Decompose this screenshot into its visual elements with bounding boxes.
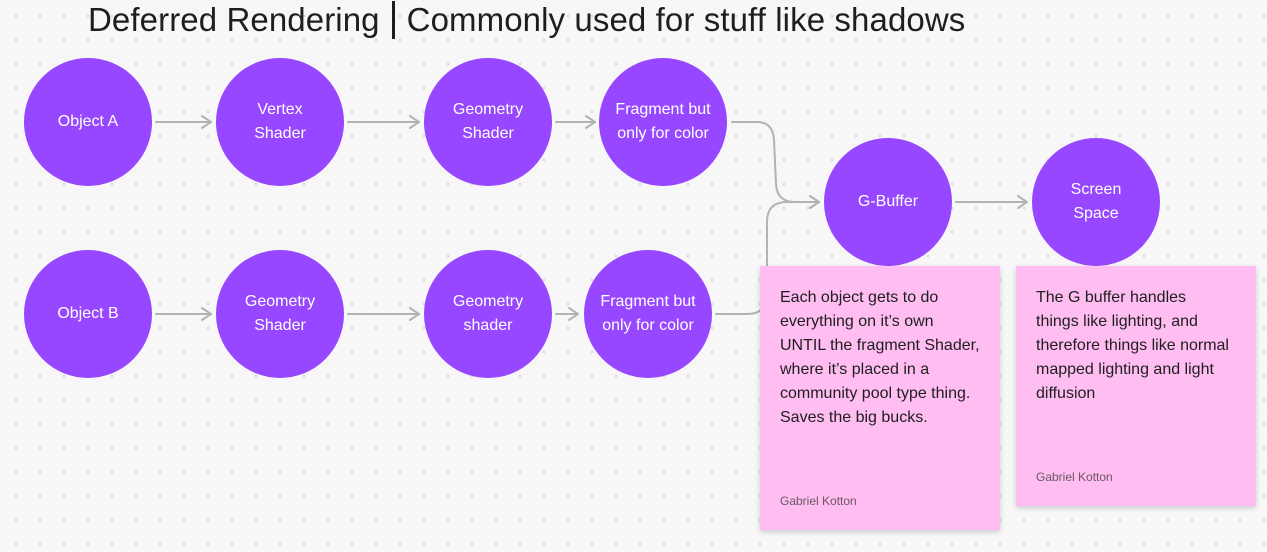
title-separator (391, 1, 395, 39)
node-geometry-shader-b1-label: Geometry Shader (244, 293, 316, 334)
node-object-a[interactable]: Object A (24, 58, 152, 186)
sticky-note-fragment-text: Each object gets to do everything on it’… (780, 289, 980, 426)
connector-fragment-a-to-g-buffer (731, 121, 820, 209)
node-fragment-a-label: Fragment but only for color (615, 101, 711, 142)
diagram-title: Deferred Rendering Commonly used for stu… (88, 0, 965, 40)
sticky-note-fragment[interactable]: Each object gets to do everything on it’… (760, 266, 1000, 530)
node-vertex-shader[interactable]: Vertex Shader (216, 58, 344, 186)
node-geometry-shader-a[interactable]: Geometry Shader (424, 58, 552, 186)
node-geometry-shader-b2-label: Geometry shader (452, 293, 524, 334)
node-geometry-shader-b1[interactable]: Geometry Shader (216, 250, 344, 378)
title-main: Deferred Rendering (88, 1, 380, 38)
node-screen-space[interactable]: Screen Space (1032, 138, 1160, 266)
node-g-buffer[interactable]: G-Buffer (824, 138, 952, 266)
node-vertex-shader-label: Vertex Shader (254, 101, 306, 142)
title-subtitle: Commonly used for stuff like shadows (406, 1, 966, 38)
node-fragment-b-label: Fragment but only for color (600, 293, 696, 334)
sticky-note-fragment-author: Gabriel Kotton (780, 494, 857, 508)
node-object-b[interactable]: Object B (24, 250, 152, 378)
node-geometry-shader-b2[interactable]: Geometry shader (424, 250, 552, 378)
node-fragment-b[interactable]: Fragment but only for color (584, 250, 712, 378)
node-object-a-label: Object A (57, 113, 119, 130)
node-geometry-shader-a-label: Geometry Shader (452, 101, 524, 142)
sticky-note-g-buffer[interactable]: The G buffer handles things like lightin… (1016, 266, 1256, 506)
node-g-buffer-label: G-Buffer (857, 193, 919, 210)
node-screen-space-label: Screen Space (1070, 181, 1122, 222)
sticky-note-g-buffer-text: The G buffer handles things like lightin… (1036, 289, 1229, 402)
node-fragment-a[interactable]: Fragment but only for color (599, 58, 727, 186)
connector-fragment-b-to-g-buffer (715, 195, 820, 315)
node-object-b-label: Object B (57, 305, 119, 322)
sticky-note-g-buffer-author: Gabriel Kotton (1036, 470, 1113, 484)
